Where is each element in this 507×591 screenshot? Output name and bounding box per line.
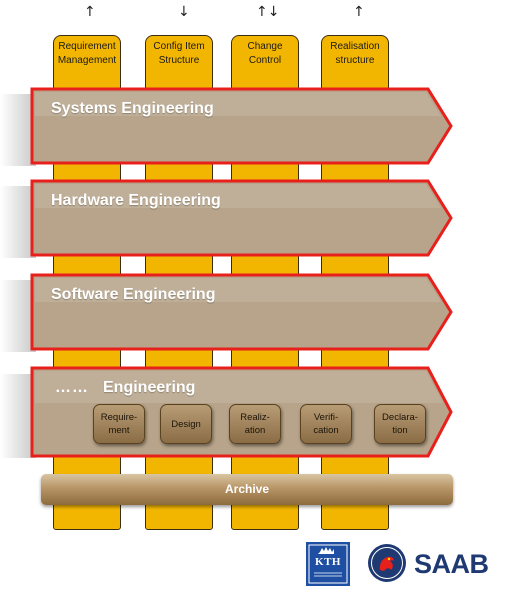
kth-logo: KTH — [306, 542, 350, 586]
phase-design: Design — [160, 404, 212, 444]
band-title: Software Engineering — [51, 286, 216, 303]
band-title: Hardware Engineering — [51, 192, 221, 209]
band-shadow — [0, 374, 36, 458]
column-1-arrow-icon: ↑ — [84, 4, 96, 20]
phase-declaration: Declara- tion — [374, 404, 426, 444]
column-label: Change Control — [247, 41, 283, 66]
phase-realization: Realiz- ation — [229, 404, 281, 444]
kth-logo-text: KTH — [315, 556, 341, 568]
archive-bar: Archive — [41, 474, 453, 505]
band-systems-engineering: Systems Engineering — [30, 87, 453, 165]
band-shadow — [0, 280, 36, 352]
band-title: Engineering — [103, 379, 196, 396]
column-3-arrow-icon: ↑↓ — [256, 4, 280, 20]
column-label: Requirement Management — [57, 41, 117, 66]
band-hardware-engineering: Hardware Engineering — [30, 179, 453, 257]
band-title: Systems Engineering — [51, 100, 214, 117]
saab-wordmark: SAAB — [414, 549, 489, 579]
phase-requirement: Require- ment — [93, 404, 145, 444]
column-4-arrow-icon: ↑ — [353, 4, 365, 20]
band-ellipsis: …… — [55, 379, 89, 396]
phase-verification: Verifi- cation — [300, 404, 352, 444]
column-label: Config Item Structure — [153, 41, 205, 66]
band-shadow — [0, 186, 36, 258]
column-2-arrow-icon: ↓ — [178, 4, 190, 20]
saab-griffin-icon — [367, 543, 407, 583]
band-shadow — [0, 94, 36, 166]
column-label: Realisation structure — [330, 41, 380, 66]
band-software-engineering: Software Engineering — [30, 273, 453, 351]
